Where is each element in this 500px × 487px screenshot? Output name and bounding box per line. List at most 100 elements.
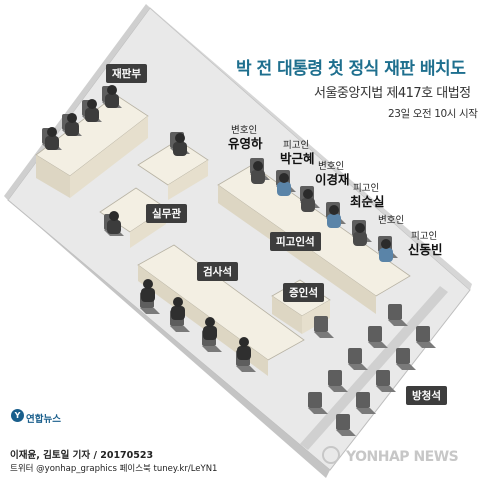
defendant-table-top: [217, 164, 411, 297]
gallery-chair-5: [416, 326, 436, 348]
prosecutor-figure-1-head: [143, 279, 153, 289]
gallery-chair-3-back: [376, 370, 390, 386]
gallery-chair-4-seat: [396, 364, 416, 370]
clerk-figure-head: [175, 133, 185, 143]
judge-figure-4-body: [105, 94, 119, 108]
page-subtitle: 서울중앙지법 제417호 대법정: [314, 86, 471, 101]
judge-figure-3-head: [87, 99, 97, 109]
judge-figure-1-body: [45, 136, 59, 150]
prosecutor-figure-3: [203, 317, 217, 340]
defendant-row-figure-2: [277, 173, 291, 196]
gallery-chair-8-back: [348, 348, 362, 364]
judge-figure-1-head: [47, 127, 57, 137]
prosecutor-figure-2-body: [171, 306, 185, 320]
gallery-chair-7-back: [328, 370, 342, 386]
defendant-row-figure-6: [379, 239, 393, 262]
defendant-row-figure-5-body: [353, 232, 367, 246]
defendant-row-figure-3-body: [301, 198, 315, 212]
practitioner-figure-head: [109, 211, 119, 221]
gallery-chair-6-back: [308, 392, 322, 408]
prosecutor-figure-4-head: [239, 337, 249, 347]
defendant-row-figure-4-body: [327, 214, 341, 228]
witness-chair-back: [314, 316, 328, 332]
defendant-row-figure-5: [353, 223, 367, 246]
label-prosecutor-seats: 검사석: [197, 262, 238, 281]
gallery-chair-10: [388, 304, 408, 326]
person-3-role: 변호인: [318, 161, 345, 172]
gallery-chair-3: [376, 370, 396, 392]
judge-figure-4-head: [107, 85, 117, 95]
judge-figure-1: [45, 127, 59, 150]
defendant-row-figure-6-head: [381, 239, 391, 249]
trial-time: 23일 오전 10시 시작: [388, 108, 478, 120]
defendant-row-figure-5-head: [355, 223, 365, 233]
prosecutor-figure-2: [171, 297, 185, 320]
gallery-chair-8: [348, 348, 368, 370]
person-2-role: 피고인: [283, 140, 310, 151]
label-witness-seat: 증인석: [283, 283, 324, 302]
gallery-chair-6: [308, 392, 328, 414]
gallery-chair-1: [336, 414, 356, 436]
credit-authors: 이재윤, 김토일 기자 / 20170523: [10, 450, 154, 461]
judge-figure-2-body: [65, 122, 79, 136]
prosecutor-figure-1-body: [141, 288, 155, 302]
witness-chair-seat: [314, 332, 334, 338]
gallery-chair-10-back: [388, 304, 402, 320]
defendant-row-figure-4: [327, 205, 341, 228]
label-defendant-seats: 피고인석: [270, 232, 321, 251]
practitioner-figure-body: [107, 220, 121, 234]
credit-social: 트위터 @yonhap_graphics 페이스북 tuney.kr/LeYN1: [10, 464, 218, 474]
prosecutor-chair-1-seat: [140, 308, 160, 314]
witness-stand-front: [272, 296, 302, 334]
person-4-name: 최순실: [350, 194, 385, 209]
gallery-chair-9-back: [368, 326, 382, 342]
person-3-name: 이경재: [315, 172, 350, 187]
prosecutor-table-front: [138, 265, 268, 376]
prosecutor-figure-3-body: [203, 326, 217, 340]
defendant-row-figure-2-body: [277, 182, 291, 196]
person-2-name: 박근혜: [280, 151, 315, 166]
defendant-row-figure-1-body: [251, 170, 265, 184]
defendant-row-figure-1: [251, 161, 265, 184]
gallery-chair-4: [396, 348, 416, 370]
gallery-chair-6-seat: [308, 408, 328, 414]
person-6-name: 신동빈: [408, 242, 443, 257]
watermark-text: YONHAP NEWS: [346, 449, 459, 465]
gallery-chair-7-seat: [328, 386, 348, 392]
defendant-row-figure-6-body: [379, 248, 393, 262]
label-judges: 재판부: [106, 64, 147, 83]
person-5-role: 변호인: [378, 215, 405, 226]
defendant-row-figure-3: [301, 189, 315, 212]
gallery-partition: [300, 286, 448, 450]
gallery-chair-9-seat: [368, 342, 388, 348]
defendant-row-figure-3-head: [303, 189, 313, 199]
gallery-chair-7: [328, 370, 348, 392]
clerk-desk-side: [168, 160, 208, 200]
prosecutor-figure-3-head: [205, 317, 215, 327]
prosecutor-figure-4: [237, 337, 251, 360]
judges-bench-side: [70, 116, 148, 198]
person-1-name: 유영하: [228, 136, 263, 151]
people-figures: [45, 85, 393, 360]
gallery-chair-2-seat: [356, 408, 376, 414]
defendant-row-figure-4-head: [329, 205, 339, 215]
watermark-icon: [322, 446, 340, 464]
clerk-figure-body: [173, 142, 187, 156]
judges-bench-front: [36, 155, 70, 198]
prosecutor-figure-1: [141, 279, 155, 302]
person-1-role: 변호인: [231, 125, 258, 136]
gallery-chair-10-seat: [388, 320, 408, 326]
clerk-figure: [173, 133, 187, 156]
practitioner-figure: [107, 211, 121, 234]
gallery-chair-1-seat: [336, 430, 356, 436]
prosecutor-figure-2-head: [173, 297, 183, 307]
gallery-chair-2-back: [356, 392, 370, 408]
label-clerk: 실무관: [146, 204, 187, 223]
person-6-role: 피고인: [411, 231, 438, 242]
gallery-chair-8-seat: [348, 364, 368, 370]
prosecutor-chair-4-seat: [236, 366, 256, 372]
judge-figure-4: [105, 85, 119, 108]
gallery-chair-2: [356, 392, 376, 414]
